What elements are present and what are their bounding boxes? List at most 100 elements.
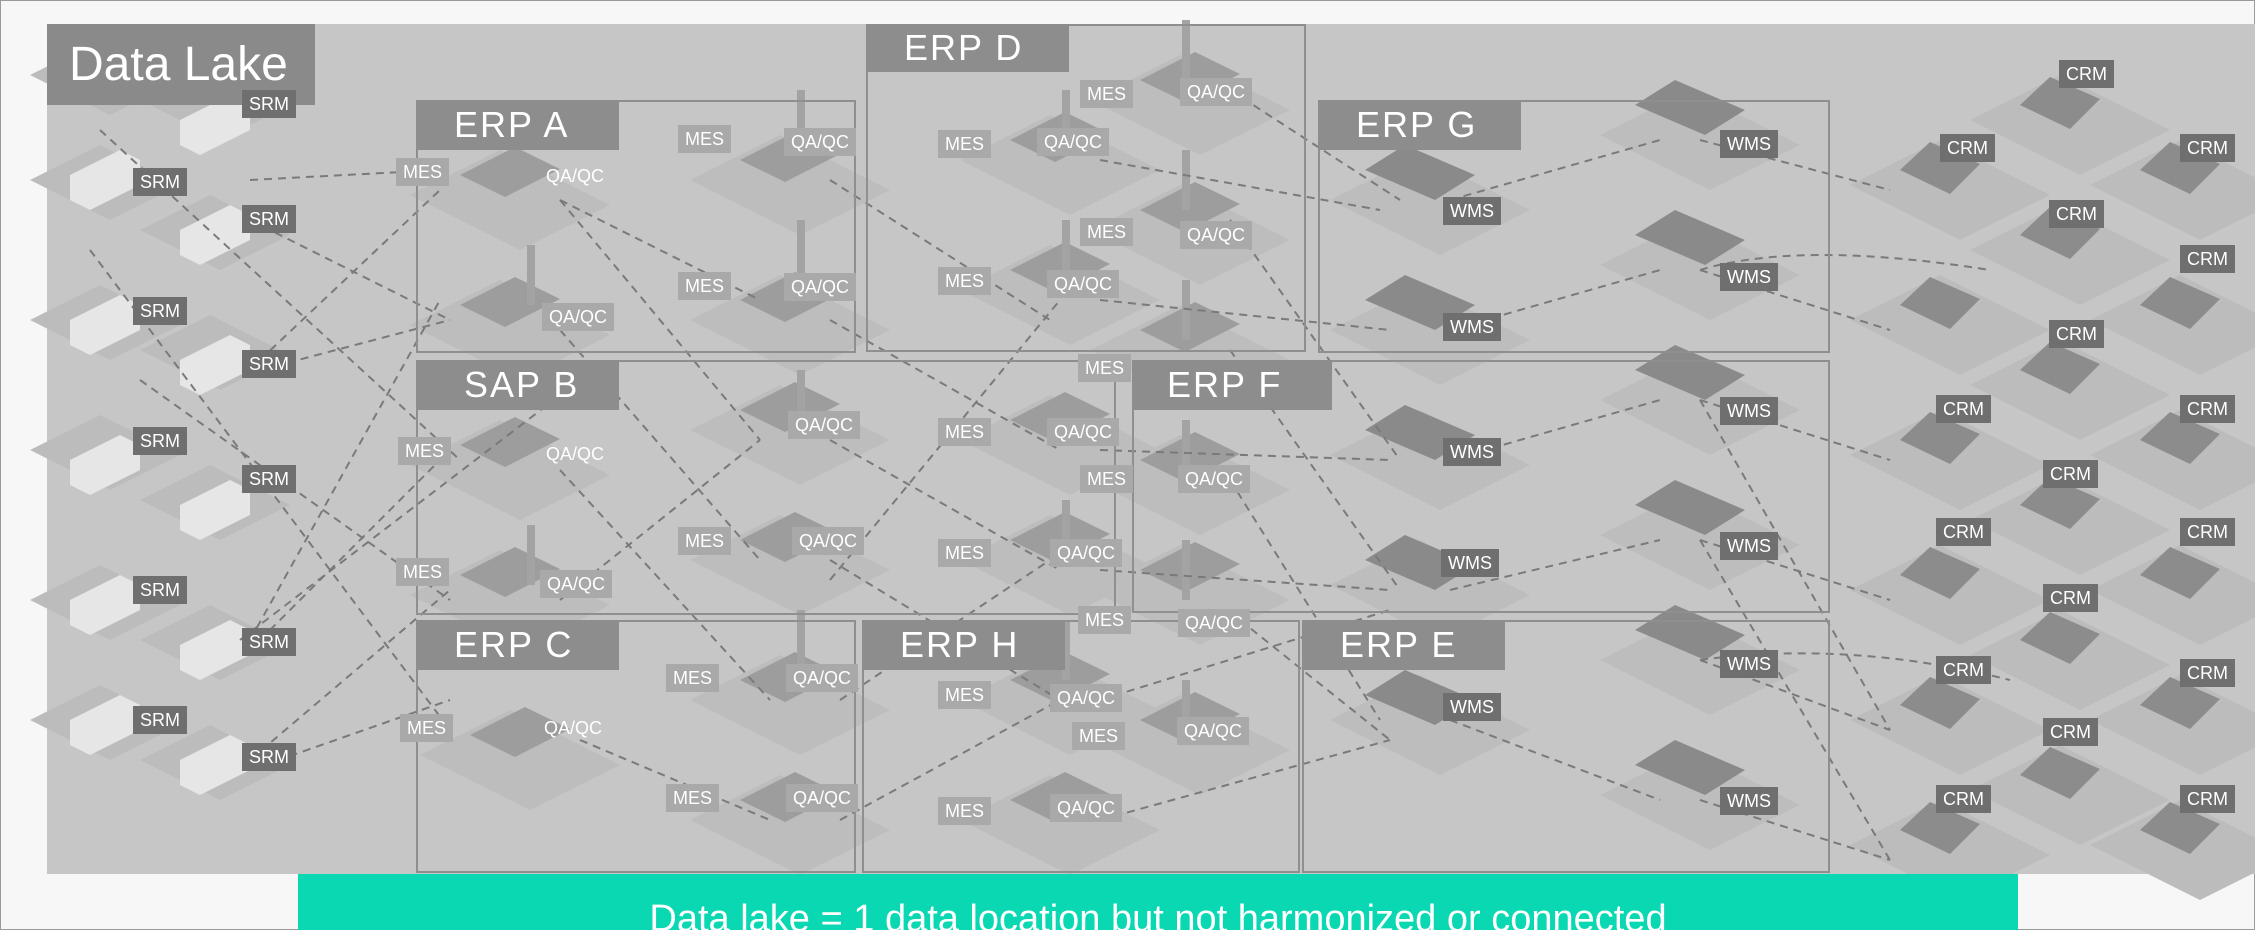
qaqc-tag: QA/QC bbox=[786, 784, 859, 812]
mes-tag: MES bbox=[678, 125, 732, 153]
qaqc-tag: QA/QC bbox=[1180, 78, 1253, 106]
qaqc-tag: QA/QC bbox=[1180, 221, 1253, 249]
qaqc-tag: QA/QC bbox=[788, 411, 861, 439]
wms-tag: WMS bbox=[1720, 130, 1778, 158]
qaqc-tag: QA/QC bbox=[784, 273, 857, 301]
wms-tag: WMS bbox=[1720, 397, 1778, 425]
region-erp-g bbox=[1318, 100, 1830, 353]
region-erp-c bbox=[416, 620, 856, 873]
crm-tag: CRM bbox=[2180, 245, 2235, 273]
region-erp-g-title: ERP G bbox=[1318, 100, 1521, 150]
mes-tag: MES bbox=[666, 664, 720, 692]
mes-tag: MES bbox=[938, 539, 992, 567]
qaqc-tag: QA/QC bbox=[540, 570, 613, 598]
mes-tag: MES bbox=[678, 527, 732, 555]
crm-tag: CRM bbox=[2049, 200, 2104, 228]
mes-tag: MES bbox=[938, 130, 992, 158]
wms-tag: WMS bbox=[1720, 263, 1778, 291]
qaqc-tag: QA/QC bbox=[784, 128, 857, 156]
mes-tag: MES bbox=[1078, 606, 1132, 634]
mes-tag: MES bbox=[1080, 218, 1134, 246]
crm-tag: CRM bbox=[2043, 460, 2098, 488]
qaqc-tag: QA/QC bbox=[544, 718, 603, 738]
qaqc-tag: QA/QC bbox=[1047, 418, 1120, 446]
srm-tag: SRM bbox=[242, 628, 296, 656]
qaqc-tag: QA/QC bbox=[1177, 717, 1250, 745]
wms-tag: WMS bbox=[1720, 650, 1778, 678]
srm-tag: SRM bbox=[242, 90, 296, 118]
region-erp-d bbox=[866, 24, 1306, 352]
region-erp-e-title: ERP E bbox=[1302, 620, 1505, 670]
crm-tag: CRM bbox=[2180, 659, 2235, 687]
mes-tag: MES bbox=[396, 558, 450, 586]
region-sap-b-title: SAP B bbox=[416, 360, 619, 410]
caption-banner: Data lake = 1 data location but not harm… bbox=[298, 874, 2018, 930]
crm-tag: CRM bbox=[2049, 320, 2104, 348]
qaqc-tag: QA/QC bbox=[1178, 609, 1251, 637]
mes-tag: MES bbox=[938, 267, 992, 295]
qaqc-tag: QA/QC bbox=[1050, 684, 1123, 712]
mes-tag: MES bbox=[938, 681, 992, 709]
crm-tag: CRM bbox=[1936, 656, 1991, 684]
wms-tag: WMS bbox=[1443, 693, 1501, 721]
srm-tag: SRM bbox=[133, 168, 187, 196]
mes-tag: MES bbox=[1072, 722, 1126, 750]
factory-icons bbox=[410, 20, 1290, 875]
mes-tag: MES bbox=[1078, 354, 1132, 382]
wms-tag: WMS bbox=[1720, 532, 1778, 560]
crm-tag: CRM bbox=[2043, 718, 2098, 746]
region-erp-a-title: ERP A bbox=[416, 100, 619, 150]
region-erp-a bbox=[416, 100, 856, 353]
mes-tag: MES bbox=[1080, 80, 1134, 108]
crm-tag: CRM bbox=[1936, 395, 1991, 423]
crm-tag: CRM bbox=[1936, 785, 1991, 813]
qaqc-tag: QA/QC bbox=[1178, 465, 1251, 493]
region-erp-f-title: ERP F bbox=[1132, 360, 1332, 410]
qaqc-tag: QA/QC bbox=[1037, 128, 1110, 156]
mes-tag: MES bbox=[400, 714, 454, 742]
truck-icons bbox=[30, 40, 290, 800]
qaqc-tag: QA/QC bbox=[1047, 270, 1120, 298]
wms-tag: WMS bbox=[1443, 313, 1501, 341]
mes-tag: MES bbox=[398, 437, 452, 465]
wms-tag: WMS bbox=[1443, 197, 1501, 225]
crm-tag: CRM bbox=[2180, 518, 2235, 546]
qaqc-tag: QA/QC bbox=[1050, 794, 1123, 822]
crm-tag: CRM bbox=[1936, 518, 1991, 546]
qaqc-tag: QA/QC bbox=[786, 664, 859, 692]
region-erp-c-title: ERP C bbox=[416, 620, 619, 670]
srm-tag: SRM bbox=[242, 465, 296, 493]
mes-tag: MES bbox=[396, 158, 450, 186]
qaqc-tag: QA/QC bbox=[546, 444, 605, 464]
mes-tag: MES bbox=[938, 797, 992, 825]
srm-tag: SRM bbox=[242, 350, 296, 378]
crm-tag: CRM bbox=[2043, 584, 2098, 612]
qaqc-tag: QA/QC bbox=[1050, 539, 1123, 567]
wms-tag: WMS bbox=[1720, 787, 1778, 815]
mes-tag: MES bbox=[938, 418, 992, 446]
region-erp-h-title: ERP H bbox=[862, 620, 1065, 670]
srm-tag: SRM bbox=[133, 706, 187, 734]
crm-tag: CRM bbox=[2180, 134, 2235, 162]
region-erp-e bbox=[1302, 620, 1830, 873]
wms-tag: WMS bbox=[1441, 549, 1499, 577]
srm-tag: SRM bbox=[133, 297, 187, 325]
region-erp-d-title: ERP D bbox=[866, 24, 1069, 72]
qaqc-tag: QA/QC bbox=[542, 303, 615, 331]
crm-tag: CRM bbox=[2059, 60, 2114, 88]
mes-tag: MES bbox=[1080, 465, 1134, 493]
mes-tag: MES bbox=[678, 272, 732, 300]
srm-tag: SRM bbox=[133, 427, 187, 455]
srm-tag: SRM bbox=[242, 743, 296, 771]
crm-tag: CRM bbox=[2180, 395, 2235, 423]
qaqc-tag: QA/QC bbox=[546, 166, 605, 186]
crm-tag: CRM bbox=[2180, 785, 2235, 813]
house-icons bbox=[1850, 75, 2255, 900]
srm-tag: SRM bbox=[133, 576, 187, 604]
srm-tag: SRM bbox=[242, 205, 296, 233]
wms-tag: WMS bbox=[1443, 438, 1501, 466]
qaqc-tag: QA/QC bbox=[792, 527, 865, 555]
mes-tag: MES bbox=[666, 784, 720, 812]
crm-tag: CRM bbox=[1940, 134, 1995, 162]
